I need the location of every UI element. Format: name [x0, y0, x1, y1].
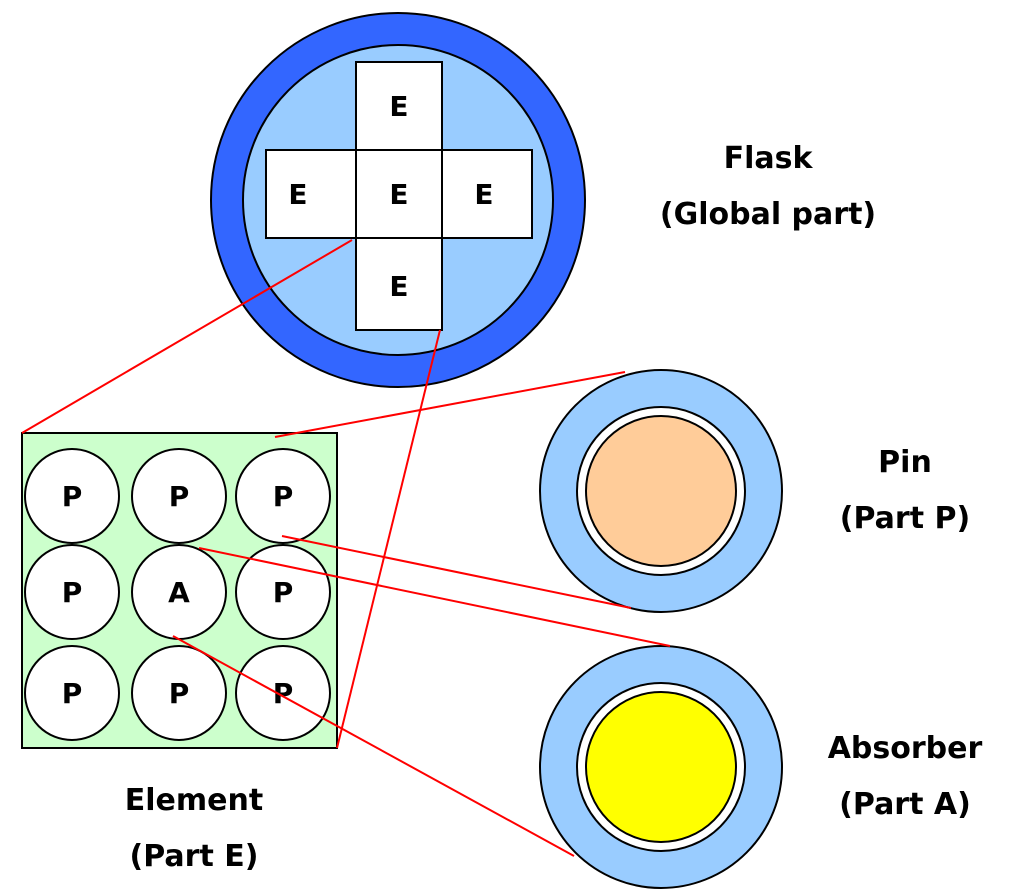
element-cell-8-label: P — [169, 677, 190, 710]
element-pin-4 — [24, 544, 120, 640]
element-cell-1-label: P — [62, 480, 83, 513]
connector-absorber-bottom — [172, 635, 575, 857]
element-pin-9 — [235, 645, 331, 741]
connector-absorber-top — [198, 547, 671, 647]
connector-flask-to-element-left — [21, 239, 353, 434]
flask-cell-left-label: E — [288, 178, 307, 211]
flask-label-line1: Flask — [724, 141, 814, 176]
element-cell-3-label: P — [273, 480, 294, 513]
flask-cell-center-label: E — [389, 178, 408, 211]
absorber-label-line2: (Part A) — [839, 787, 971, 822]
absorber-core — [585, 691, 737, 843]
connector-lines — [21, 239, 671, 857]
flask-cell-right-label: E — [474, 178, 493, 211]
absorber-label-line1: Absorber — [828, 731, 983, 766]
element-label-line2: (Part E) — [130, 839, 259, 874]
flask-cell-bottom — [355, 237, 443, 331]
element-cell-5-label: A — [168, 576, 190, 609]
connector-pin-bottom — [281, 535, 632, 609]
element-cell-4-label: P — [62, 576, 83, 609]
element-pin-7 — [24, 645, 120, 741]
element-pin-8 — [131, 645, 227, 741]
pin-group — [539, 369, 783, 613]
element-pin-2 — [131, 448, 227, 544]
flask-cell-left — [265, 149, 357, 239]
element-cell-2-label: P — [169, 480, 190, 513]
element-pin-6 — [235, 544, 331, 640]
element-cell-9-label: P — [273, 677, 294, 710]
flask-group: E E E E E — [210, 12, 586, 388]
connector-pin-top — [274, 371, 626, 438]
element-cell-7-label: P — [62, 677, 83, 710]
pin-core — [585, 415, 737, 567]
element-pin-1 — [24, 448, 120, 544]
connector-flask-to-element-right — [336, 329, 441, 749]
flask-cell-right — [441, 149, 533, 239]
element-pin-3 — [235, 448, 331, 544]
pin-label-line2: (Part P) — [840, 501, 970, 536]
absorber-group — [539, 645, 783, 889]
flask-label-line2: (Global part) — [660, 197, 876, 232]
flask-cell-top-label: E — [389, 90, 408, 123]
element-cell-6-label: P — [273, 576, 294, 609]
pin-label-line1: Pin — [878, 445, 932, 480]
flask-cell-bottom-label: E — [389, 270, 408, 303]
element-group: P P P P A P P P P — [21, 432, 338, 749]
element-label-line1: Element — [125, 783, 263, 818]
